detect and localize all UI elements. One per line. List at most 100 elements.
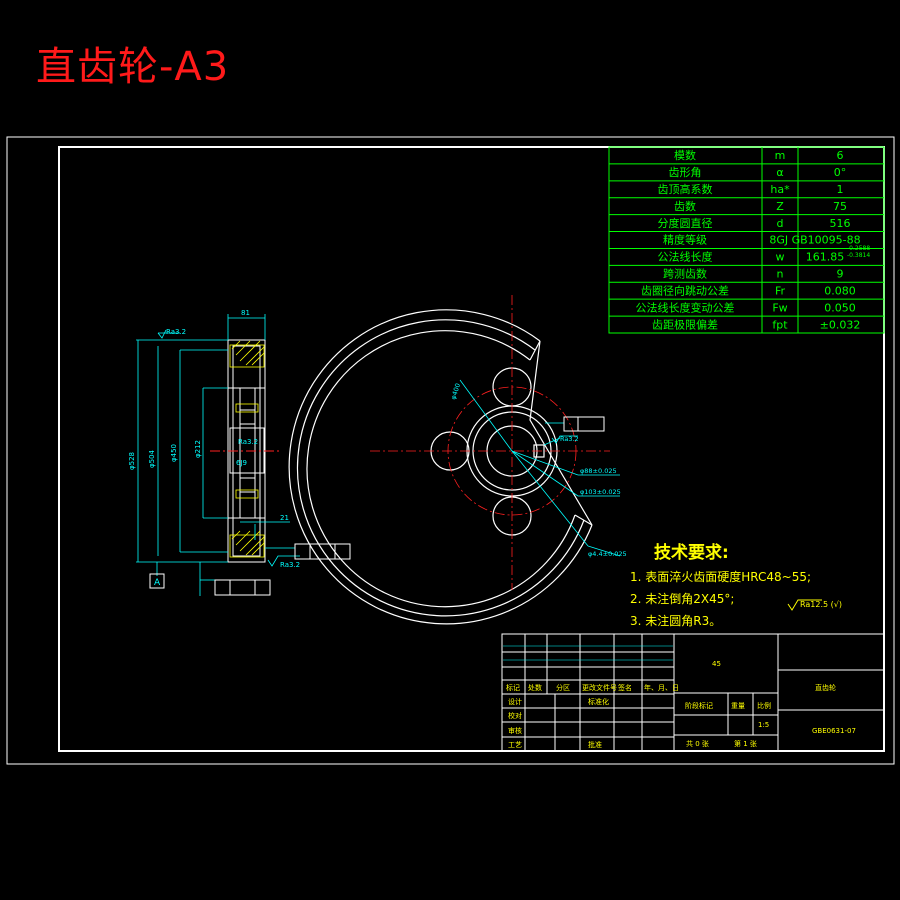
tb-sheet: 共 0 张 <box>686 739 709 748</box>
dim-ra-keyway: Ra3.2 <box>560 435 579 443</box>
w-tol-upper: -0.2588 <box>847 245 871 252</box>
inner-border <box>58 146 885 752</box>
tech-item-1: 1. 表面淬火齿面硬度HRC48~55; <box>630 570 812 584</box>
tb-part-name: 直齿轮 <box>815 683 836 692</box>
tb-role-2: 审核 <box>508 726 522 735</box>
side-hatching <box>229 340 265 558</box>
dim-holes: φ4.4±0.025 <box>588 550 627 558</box>
param-value: 6 <box>837 149 844 162</box>
tb-rev-h1: 处数 <box>528 683 542 692</box>
tb-role-3: 工艺 <box>508 741 522 749</box>
dim-d-web: φ212 <box>194 440 202 458</box>
tech-item-3: 3. 未注圆角R3。 <box>630 614 722 628</box>
tb-rev-h3: 更改文件号 <box>582 683 617 692</box>
technical-requirements: 技术要求: 1. 表面淬火齿面硬度HRC48~55; 2. 未注倒角2X45°;… <box>630 538 811 629</box>
roughness-rest: (√) <box>830 600 842 609</box>
title-block-text: 45 直齿轮 GBE0631-07 阶段标记 重量 比例 1:5 共 0 张 第… <box>506 660 856 749</box>
dim-key: 6J9 <box>236 459 247 467</box>
tb-rev-h5: 年、月、日 <box>644 683 679 692</box>
dim-d-root: φ504 <box>148 449 156 468</box>
front-view <box>288 309 593 625</box>
tb-sheet-of: 第 1 张 <box>734 739 757 748</box>
datum-label: A <box>154 578 161 588</box>
param-name: 齿顶高系数 <box>658 182 713 196</box>
tech-heading: 技术要求: <box>654 543 729 563</box>
tech-item-2: 2. 未注倒角2X45°; <box>630 592 735 606</box>
dim-ra-top: Ra3.2 <box>166 328 186 336</box>
parameter-table <box>608 146 885 334</box>
keyway-frame <box>563 416 605 432</box>
param-symbol: α <box>776 166 783 179</box>
dim-bore-r2: φ103±0.025 <box>580 488 621 496</box>
dim-ra-face: Ra3.2 <box>280 561 300 569</box>
tb-drawing-no: GBE0631-07 <box>812 727 856 735</box>
dim-hub: 21 <box>280 514 289 522</box>
roughness-symbol <box>787 599 822 611</box>
roughness-note: Ra12.5 (√) <box>800 600 842 609</box>
param-value: 516 <box>830 217 851 230</box>
dim-bore-r: φ88±0.025 <box>580 467 617 475</box>
tb-scale-label: 比例 <box>757 701 771 710</box>
param-name: 齿圈径向跳动公差 <box>641 283 729 297</box>
tb-scale: 1:5 <box>758 721 769 729</box>
dim-pcd: φ400 <box>449 382 462 400</box>
dim-width-top: 81 <box>241 309 250 317</box>
param-symbol: n <box>777 268 784 281</box>
param-value: 1 <box>837 183 844 196</box>
front-centerlines <box>370 295 610 590</box>
drawing-title: 直齿轮-A3 <box>36 44 230 90</box>
tb-role-1: 校对 <box>508 711 522 720</box>
tb-rev-h0: 标记 <box>506 683 520 692</box>
w-tol-lower: -0.3814 <box>847 252 871 259</box>
tolerance-frame-bottom <box>214 579 271 596</box>
param-symbol: d <box>777 217 784 230</box>
param-value: 9 <box>837 268 844 281</box>
param-name: 齿数 <box>674 200 696 213</box>
tb-material: 45 <box>712 660 721 668</box>
tb-approve: 批准 <box>588 740 602 749</box>
datum-box <box>149 573 165 589</box>
tb-rev-h4: 签名 <box>618 683 632 692</box>
dim-d-rim: φ450 <box>170 444 178 462</box>
side-dim-text: 81 Ra3.2 21 Ra3.2 φ528 φ504 φ450 φ212 Ra… <box>128 309 300 569</box>
tb-weight-label: 重量 <box>731 702 745 710</box>
param-name: 公法线长度变动公差 <box>636 300 735 314</box>
param-name: 公法线长度 <box>658 250 713 264</box>
tolerance-frame-right <box>294 543 351 560</box>
param-value: 0.050 <box>824 301 856 314</box>
param-symbol: w <box>776 251 785 264</box>
param-value: 0.080 <box>824 284 856 297</box>
param-name: 跨测齿数 <box>663 268 707 281</box>
dim-ra-bore: Ra3.2 <box>238 438 258 446</box>
title-block <box>501 633 885 752</box>
param-symbol: 8GJ GB10095-88 <box>769 234 860 247</box>
tb-std: 标准化 <box>588 697 609 706</box>
title-block-grid <box>503 645 673 661</box>
param-symbol: fpt <box>772 318 788 331</box>
param-name: 齿距极限偏差 <box>652 317 718 331</box>
front-dimensions <box>459 379 621 557</box>
param-symbol: Z <box>776 200 784 213</box>
param-name: 精度等级 <box>663 233 707 247</box>
side-dimensions <box>136 314 300 596</box>
w-tolerance: -0.2588 -0.3814 <box>847 245 870 259</box>
param-value: 161.85 <box>806 251 845 264</box>
roughness-value: Ra12.5 <box>800 600 829 609</box>
param-name: 模数 <box>674 149 696 162</box>
tb-rev-h2: 分区 <box>556 683 570 692</box>
dim-d-tip: φ528 <box>128 452 136 470</box>
param-name: 齿形角 <box>669 166 702 179</box>
tb-role-0: 设计 <box>508 697 522 706</box>
param-symbol: ha* <box>770 183 790 196</box>
tb-stage-label: 阶段标记 <box>685 701 713 710</box>
param-symbol: Fw <box>772 301 787 314</box>
param-symbol: Fr <box>775 284 786 297</box>
front-dim-text: φ88±0.025 φ103±0.025 φ4.4±0.025 φ400 Ra3… <box>449 382 626 558</box>
param-symbol: m <box>775 149 786 162</box>
outer-border <box>6 136 895 765</box>
param-name: 分度圆直径 <box>658 216 713 230</box>
param-value: ±0.032 <box>820 318 861 331</box>
param-value: 75 <box>833 200 847 213</box>
param-value: 0° <box>834 166 847 179</box>
